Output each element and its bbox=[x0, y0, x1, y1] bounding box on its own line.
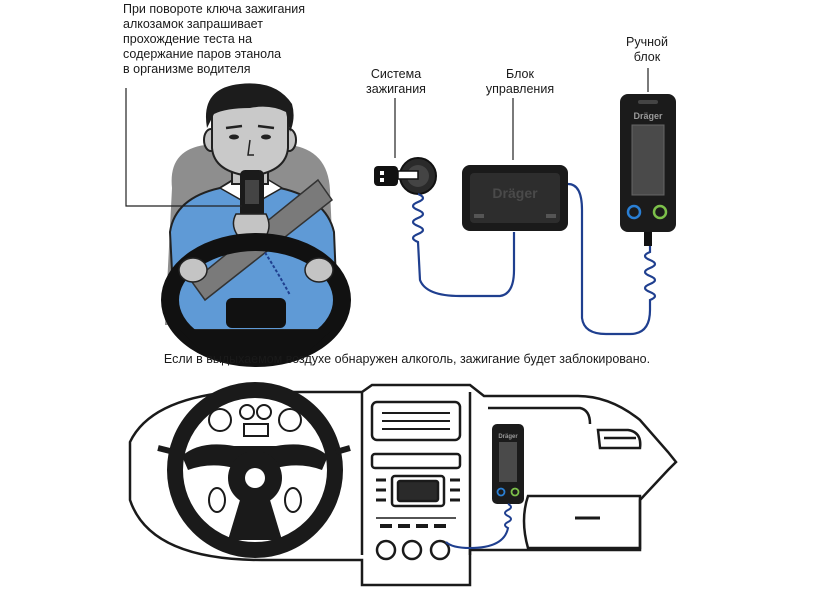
steering-wheel-dashboard bbox=[157, 382, 351, 558]
steering-wheel-driver bbox=[161, 233, 351, 367]
ignition-system-label: Система зажигания bbox=[366, 67, 426, 96]
driver-illustration bbox=[161, 83, 351, 367]
handheld-logo: Dräger bbox=[633, 111, 663, 121]
caption-leader-line bbox=[125, 88, 242, 207]
wiring bbox=[411, 182, 657, 336]
control-unit: Dräger bbox=[462, 98, 568, 231]
dashboard-handheld-unit: Dräger bbox=[445, 424, 524, 550]
alcohol-block-caption: Если в выдыхаемом воздухе обнаружен алко… bbox=[163, 352, 651, 366]
control-to-handheld-cord bbox=[567, 182, 657, 336]
control-unit-label: Блок управления bbox=[485, 67, 555, 96]
control-unit-logo: Dräger bbox=[492, 185, 538, 201]
dashboard-handheld-logo: Dräger bbox=[498, 434, 518, 440]
ignition-coiled-cord bbox=[411, 192, 516, 298]
handheld-unit: Dräger bbox=[620, 68, 676, 246]
ignition-switch bbox=[374, 98, 437, 195]
dashboard-handheld-cord bbox=[445, 503, 512, 550]
handheld-unit-label: Ручной блок bbox=[626, 35, 668, 64]
dashboard-illustration bbox=[128, 383, 678, 587]
ignition-test-caption: При повороте ключа зажигания алкозамок з… bbox=[123, 2, 306, 76]
